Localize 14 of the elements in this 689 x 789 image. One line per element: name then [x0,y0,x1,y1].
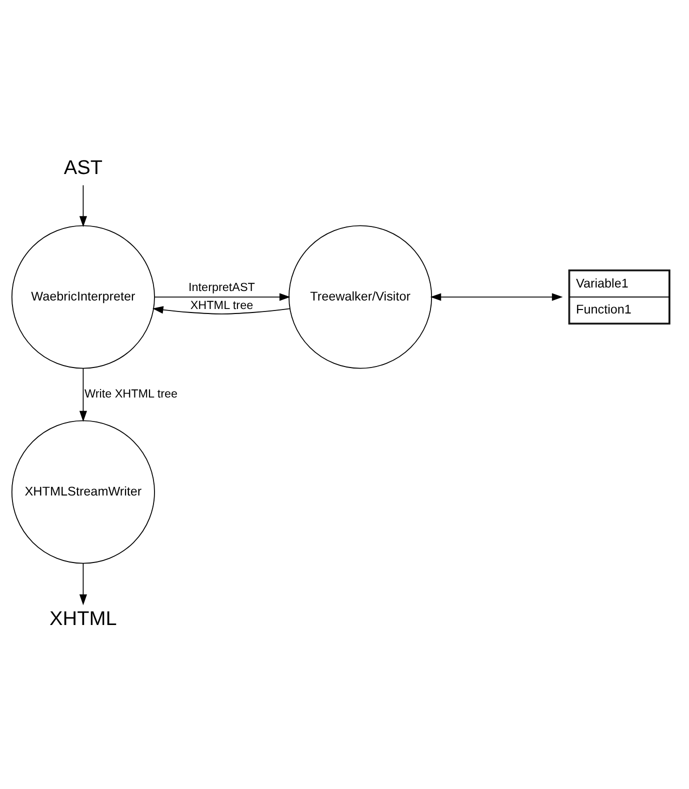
arrow [430,293,563,301]
arrow [152,306,290,314]
arrow [79,368,87,422]
arrow [79,184,87,227]
node-text: AST [64,156,102,179]
edge-label: InterpretAST [188,281,255,294]
arrow [154,293,290,301]
node-text: XHTML [50,608,117,630]
node-circle: Treewalker/Visitor [288,225,432,369]
node-circle: XHTMLStreamWriter [11,420,155,564]
arrow [79,563,87,606]
edge-label: XHTML tree [190,299,254,312]
edge-label: Write XHTML tree [84,388,178,401]
node-circle: WaebricInterpreter [11,225,155,369]
